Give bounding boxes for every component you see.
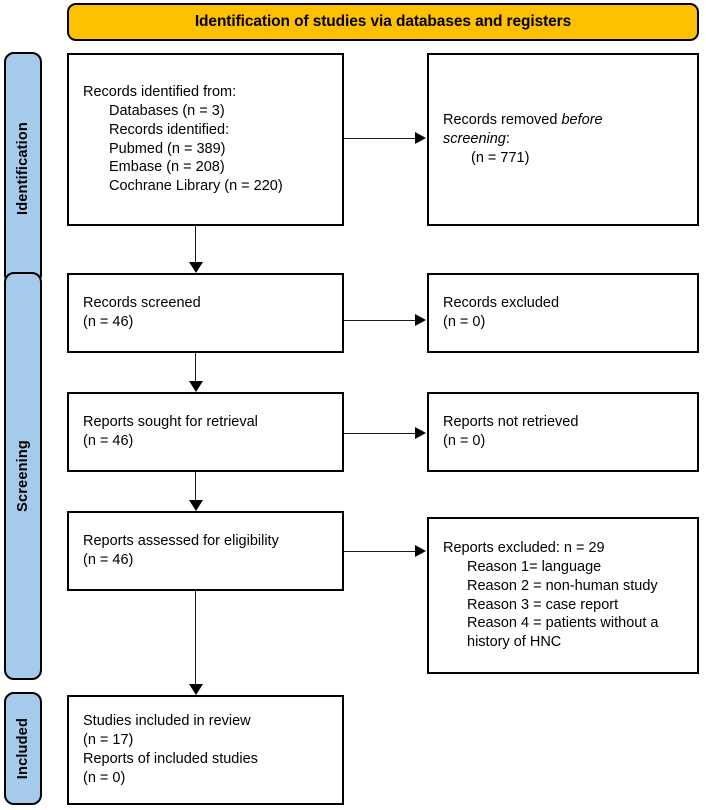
reports-excluded-line3: Reason 2 = non-human study bbox=[467, 577, 658, 594]
box-reports-sought: Reports sought for retrieval (n = 46) bbox=[67, 392, 344, 472]
connector-assessed-to-reports-excluded bbox=[344, 551, 416, 552]
reports-assessed-line1: Reports assessed for eligibility bbox=[83, 533, 279, 550]
box-studies-included-text: Studies included in review (n = 17) Repo… bbox=[69, 712, 342, 787]
box-reports-excluded-text: Reports excluded: n = 29 Reason 1= langu… bbox=[429, 539, 697, 652]
connector-identified-to-screened bbox=[195, 226, 196, 266]
records-screened-line2: (n = 46) bbox=[83, 314, 134, 330]
reports-excluded-line2: Reason 1= language bbox=[467, 558, 602, 575]
reports-sought-line2: (n = 46) bbox=[83, 433, 134, 449]
stage-label-screening: Screening bbox=[15, 440, 31, 512]
box-reports-not-retrieved-text: Reports not retrieved (n = 0) bbox=[429, 413, 697, 451]
arrowhead-identified-to-screened bbox=[189, 262, 203, 273]
box-reports-assessed-text: Reports assessed for eligibility (n = 46… bbox=[69, 532, 342, 570]
records-identified-line5: Embase (n = 208) bbox=[109, 159, 225, 176]
reports-excluded-line6: history of HNC bbox=[467, 634, 562, 651]
box-reports-excluded: Reports excluded: n = 29 Reason 1= langu… bbox=[427, 517, 699, 674]
records-removed-line1-emphasis: before bbox=[561, 112, 603, 129]
box-records-removed: Records removed before screening: (n = 7… bbox=[427, 53, 699, 226]
arrowhead-screened-to-sought bbox=[189, 381, 203, 392]
records-screened-line1: Records screened bbox=[83, 295, 201, 312]
arrowhead-identified-to-removed bbox=[415, 132, 426, 144]
records-excluded-line1: Records excluded bbox=[443, 295, 560, 312]
records-removed-line1-pre: Records removed bbox=[443, 112, 562, 129]
box-reports-not-retrieved: Reports not retrieved (n = 0) bbox=[427, 392, 699, 472]
connector-screened-to-excluded bbox=[344, 320, 416, 321]
studies-included-line1: Studies included in review bbox=[83, 713, 251, 730]
arrowhead-sought-to-not-retrieved bbox=[415, 427, 426, 439]
connector-screened-to-sought bbox=[195, 353, 196, 385]
studies-included-line2: (n = 17) bbox=[83, 732, 134, 749]
records-identified-line4: Pubmed (n = 389) bbox=[109, 140, 226, 157]
connector-assessed-to-included bbox=[195, 591, 196, 687]
records-identified-line6: Cochrane Library (n = 220) bbox=[109, 178, 283, 195]
studies-included-line3: Reports of included studies bbox=[83, 751, 258, 767]
studies-included-line4: (n = 0) bbox=[83, 769, 126, 786]
box-records-excluded: Records excluded (n = 0) bbox=[427, 273, 699, 353]
reports-not-retrieved-line2: (n = 0) bbox=[443, 433, 486, 449]
records-removed-line3: (n = 771) bbox=[471, 149, 530, 166]
arrowhead-assessed-to-reports-excluded bbox=[415, 545, 426, 557]
stage-bar-included: Included bbox=[4, 692, 42, 805]
reports-excluded-line4: Reason 3 = case report bbox=[467, 596, 619, 613]
records-removed-line2-emphasis: screening bbox=[443, 131, 506, 148]
records-identified-line2: Databases (n = 3) bbox=[109, 102, 225, 119]
records-excluded-line2: (n = 0) bbox=[443, 314, 486, 330]
reports-sought-line1: Reports sought for retrieval bbox=[83, 414, 258, 431]
arrowhead-sought-to-assessed bbox=[189, 500, 203, 511]
records-identified-line1: Records identified from: bbox=[83, 83, 237, 100]
box-records-excluded-text: Records excluded (n = 0) bbox=[429, 294, 697, 332]
box-reports-assessed: Reports assessed for eligibility (n = 46… bbox=[67, 511, 344, 591]
reports-excluded-line5: Reason 4 = patients without a bbox=[467, 615, 659, 632]
stage-bar-screening: Screening bbox=[4, 272, 42, 680]
box-records-screened: Records screened (n = 46) bbox=[67, 273, 344, 353]
records-identified-line3: Records identified: bbox=[109, 121, 230, 138]
box-records-identified-text: Records identified from: Databases (n = … bbox=[69, 83, 342, 196]
records-removed-line2-post: : bbox=[505, 131, 510, 148]
stage-label-identification: Identification bbox=[15, 121, 31, 216]
banner-title: Identification of studies via databases … bbox=[194, 13, 572, 30]
box-reports-sought-text: Reports sought for retrieval (n = 46) bbox=[69, 413, 342, 451]
connector-sought-to-assessed bbox=[195, 472, 196, 504]
reports-assessed-line2: (n = 46) bbox=[83, 552, 134, 568]
connector-identified-to-removed bbox=[344, 138, 416, 139]
reports-excluded-line1: Reports excluded: n = 29 bbox=[443, 539, 605, 556]
box-records-identified: Records identified from: Databases (n = … bbox=[67, 53, 344, 226]
stage-bar-identification: Identification bbox=[4, 52, 42, 285]
box-studies-included: Studies included in review (n = 17) Repo… bbox=[67, 695, 344, 805]
reports-not-retrieved-line1: Reports not retrieved bbox=[443, 414, 579, 431]
connector-sought-to-not-retrieved bbox=[344, 433, 416, 434]
stage-label-included: Included bbox=[15, 717, 31, 780]
box-records-removed-text: Records removed before screening: (n = 7… bbox=[429, 111, 697, 168]
arrowhead-assessed-to-included bbox=[189, 684, 203, 695]
diagram-banner: Identification of studies via databases … bbox=[67, 3, 699, 41]
arrowhead-screened-to-excluded bbox=[415, 314, 426, 326]
box-records-screened-text: Records screened (n = 46) bbox=[69, 294, 342, 332]
